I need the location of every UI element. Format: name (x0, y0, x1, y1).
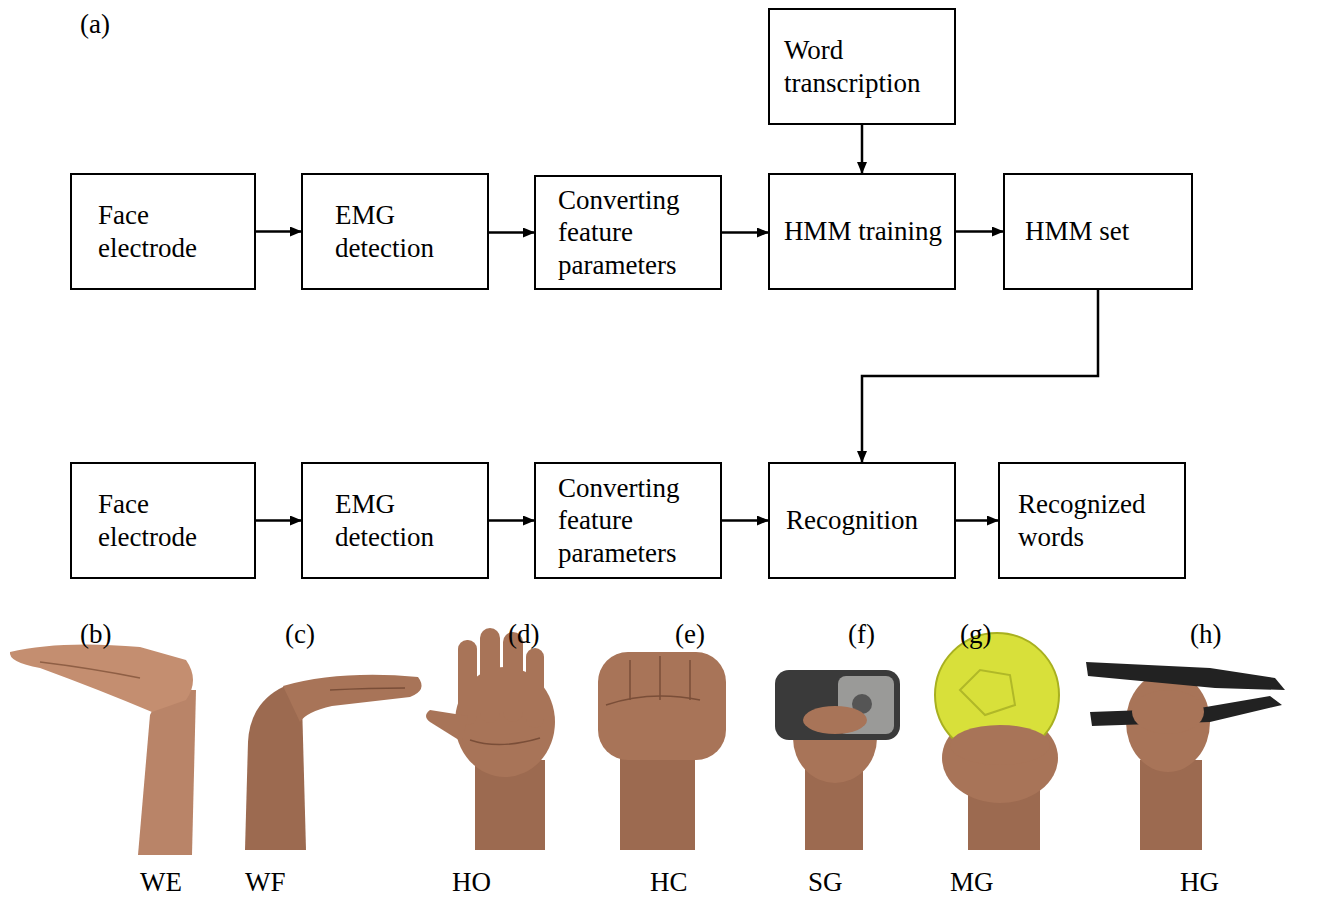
flow-arrow (861, 125, 864, 173)
gesture-label: HC (650, 868, 688, 898)
box-label: Converting feature parameters (558, 472, 712, 569)
small-grasp (775, 670, 900, 850)
box-label: Recognition (786, 504, 946, 536)
process-box: Recognition (768, 462, 956, 579)
gesture-label: SG (808, 868, 843, 898)
input-box: Word transcription (768, 8, 956, 125)
process-box: Face electrode (70, 462, 256, 579)
panel-letter: (e) (675, 620, 705, 650)
gesture-label: WE (140, 868, 182, 898)
gesture-label: WF (245, 868, 286, 898)
process-box: HMM training (768, 173, 956, 290)
box-label: Face electrode (98, 199, 246, 264)
gesture-label: HO (452, 868, 491, 898)
flow-arrow (256, 519, 301, 522)
flow-arrow (956, 519, 998, 522)
flow-arrow (722, 231, 768, 234)
box-label: Word transcription (784, 34, 946, 99)
box-label: EMG detection (335, 488, 479, 553)
panel-letter: (h) (1190, 620, 1221, 650)
gesture-label: HG (1180, 868, 1219, 898)
medium-grasp (935, 633, 1059, 850)
gesture-label: MG (950, 868, 994, 898)
flow-arrow (956, 230, 1003, 233)
flow-arrow (489, 519, 534, 522)
flow-arrow (489, 231, 534, 234)
wrist-flexion-hand (245, 675, 422, 850)
panel-letter: (b) (80, 620, 111, 650)
flow-arrow (722, 519, 768, 522)
wrist-extension-hand (10, 644, 196, 855)
box-label: Recognized words (1018, 488, 1176, 553)
panel-letter: (c) (285, 620, 315, 650)
panel-letter: (g) (960, 620, 991, 650)
process-box: Face electrode (70, 173, 256, 290)
output-box: Recognized words (998, 462, 1186, 579)
panel-letter: (f) (848, 620, 875, 650)
output-box: HMM set (1003, 173, 1193, 290)
flow-arrow (256, 230, 301, 233)
process-box: Converting feature parameters (534, 462, 722, 579)
box-label: HMM set (1025, 215, 1183, 247)
process-box: Converting feature parameters (534, 175, 722, 290)
box-label: Converting feature parameters (558, 184, 712, 281)
process-box: EMG detection (301, 462, 489, 579)
box-label: EMG detection (335, 199, 479, 264)
hand-closed (598, 652, 726, 850)
panel-letter: (a) (80, 10, 110, 40)
heavy-grasp (1086, 662, 1285, 850)
panel-letter: (d) (508, 620, 539, 650)
box-label: Face electrode (98, 488, 246, 553)
process-box: EMG detection (301, 173, 489, 290)
hand-open (426, 628, 555, 850)
box-label: HMM training (780, 215, 946, 247)
flow-arrow (862, 290, 1098, 462)
